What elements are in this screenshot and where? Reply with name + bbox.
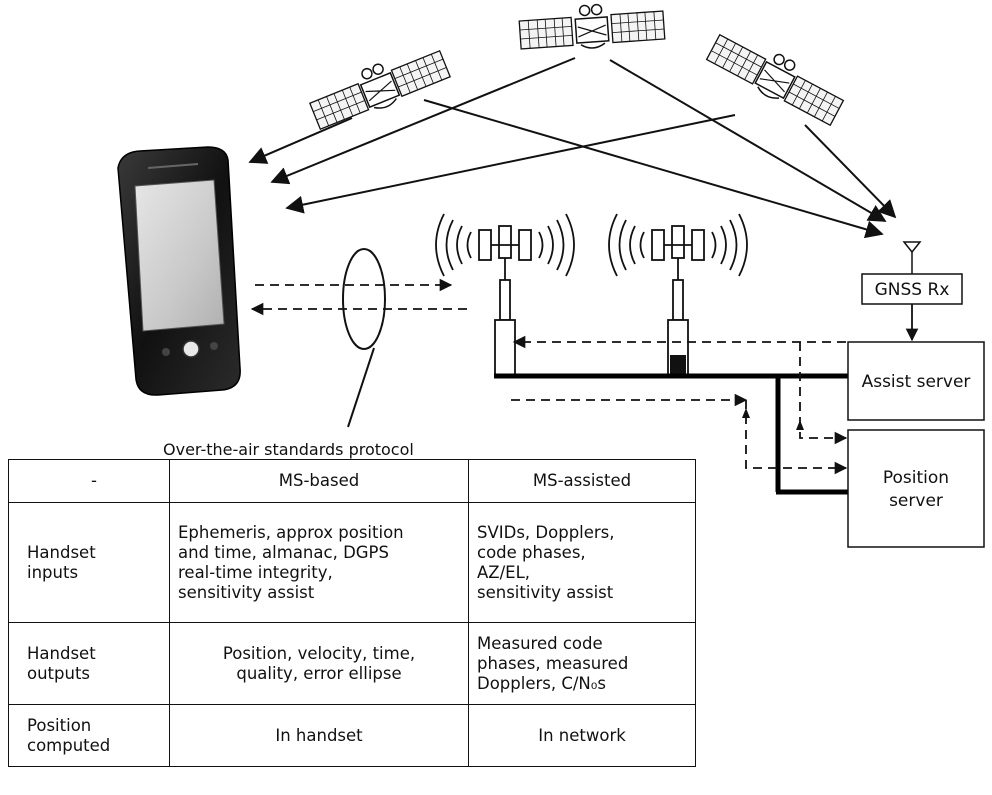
signal-arrow-sat-right-to-phone (285, 114, 736, 214)
row-label-line: Handset (27, 643, 96, 663)
cell-line: AZ/EL, (477, 562, 531, 582)
satellite-right (705, 33, 845, 127)
table-header-cell: MS-assisted (468, 459, 696, 503)
cell-line: code phases, (477, 542, 586, 562)
ms-mode-comparison-table: - MS-based MS-assisted Handset inputs Ep… (8, 459, 696, 767)
cell-line: quality, error ellipse (236, 663, 402, 683)
phone-screen (134, 179, 225, 332)
assist-server-box (847, 341, 985, 421)
network-backbone (494, 373, 848, 495)
cell-line: In network (538, 725, 626, 745)
gnss-receiver-box (861, 273, 963, 305)
cell-line: Measured code (477, 633, 603, 653)
satellite-body (359, 63, 401, 109)
junction-to-position-arrow (745, 400, 848, 475)
signal-arrow-sat-top-to-gnss (609, 59, 887, 222)
row-label-line: outputs (27, 663, 91, 683)
ms-assisted-cell: Measured code phases, measured Dopplers,… (468, 622, 696, 705)
assist-server-label: Assist server (862, 372, 971, 392)
protocol-callout-line (347, 347, 375, 428)
signal-arrow-sat-left-to-phone (248, 117, 353, 164)
gnss-receiver-label: GNSS Rx (875, 280, 950, 300)
row-label-cell: Handset inputs (8, 502, 170, 623)
cell-line: SVIDs, Dopplers, (477, 522, 615, 542)
cell-tower-2 (608, 213, 748, 377)
cell-line: real-time integrity, (178, 562, 333, 582)
gnss-antenna (902, 241, 922, 274)
cell-line: and time, almanac, DGPS (178, 542, 389, 562)
cell-line: In handset (275, 725, 363, 745)
air-link: Over-the-air standards protocol (163, 248, 467, 459)
row-label-cell: Position computed (8, 704, 170, 767)
signal-arrow-sat-top-to-phone (270, 57, 576, 185)
row-label-line: inputs (27, 562, 79, 582)
satellite-left (309, 49, 451, 131)
row-label-line: Position (27, 715, 92, 735)
ms-based-cell: Ephemeris, approx position and time, alm… (169, 502, 469, 623)
signal-arrow-sat-left-to-gnss (423, 99, 884, 239)
cell-line: Ephemeris, approx position (178, 522, 404, 542)
phone-home-button (182, 340, 200, 358)
cell-line: sensitivity assist (477, 582, 614, 602)
ms-assisted-cell: SVIDs, Dopplers, code phases, AZ/EL, sen… (468, 502, 696, 623)
table-row-handset-inputs: Handset inputs Ephemeris, approx positio… (8, 502, 696, 623)
row-label-line: Handset (27, 542, 96, 562)
table-row-handset-outputs: Handset outputs Position, velocity, time… (8, 622, 696, 705)
position-server-box (847, 429, 985, 548)
satellite-top (518, 3, 666, 50)
table-header-row: - MS-based MS-assisted (8, 459, 696, 503)
ms-based-cell: Position, velocity, time, quality, error… (169, 622, 469, 705)
position-server-label-line2: server (889, 491, 943, 511)
table-header-cell: MS-based (169, 459, 469, 503)
solar-panel-right (390, 49, 451, 98)
mobile-phone (117, 146, 241, 396)
table-row-position-computed: Position computed In handset In network (8, 704, 696, 767)
cell-line: phases, measured (477, 653, 629, 673)
signal-arrow-sat-right-to-gnss (804, 124, 897, 219)
cell-line: Position, velocity, time, (222, 643, 416, 663)
cell-line: Dopplers, C/N₀s (477, 673, 606, 693)
assist-to-position-arrow (799, 342, 848, 445)
position-server-label-line1: Position (883, 468, 949, 488)
satellite-signals (248, 57, 897, 239)
protocol-caption: Over-the-air standards protocol (163, 440, 414, 459)
row-label-line: computed (27, 735, 111, 755)
protocol-ellipse (342, 248, 386, 350)
cell-tower-1 (435, 213, 575, 377)
ms-based-cell: In handset (169, 704, 469, 767)
row-label-cell: Handset outputs (8, 622, 170, 705)
ms-assisted-cell: In network (468, 704, 696, 767)
solar-panel-left (309, 82, 370, 131)
network-data-flows (511, 335, 848, 475)
cell-line: sensitivity assist (178, 582, 315, 602)
table-header-cell: - (8, 459, 170, 503)
